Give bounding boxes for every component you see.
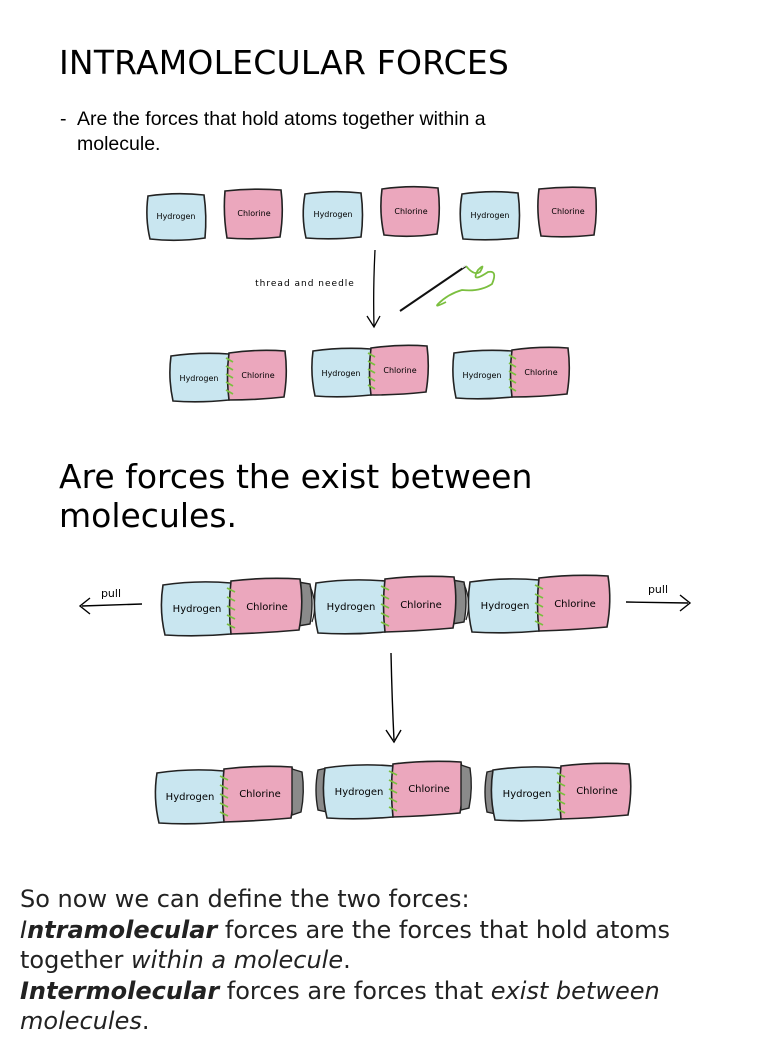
arrow-left-icon — [78, 597, 143, 615]
chlorine-label: Chlorine — [408, 784, 450, 795]
hydrogen-atom: Hydrogen — [146, 192, 207, 242]
chlorine-label: Chlorine — [576, 786, 618, 797]
hydrogen-label: Hydrogen — [463, 371, 502, 380]
hydrogen-label: Hydrogen — [322, 369, 361, 378]
hydrogen-label: Hydrogen — [503, 789, 552, 800]
chlorine-label: Chlorine — [554, 599, 596, 610]
intermolecular-definition: Intermolecular forces are forces that ex… — [20, 976, 750, 1037]
arrow-right-icon — [625, 594, 692, 612]
chlorine-label: Chlorine — [551, 207, 584, 216]
molecule: Hydrogen Chlorine — [315, 760, 472, 820]
intra-end: . — [343, 946, 351, 974]
intramolecular-definition: Intramolecular forces are the forces tha… — [20, 915, 750, 976]
hydrogen-label: Hydrogen — [166, 792, 215, 803]
chlorine-label: Chlorine — [246, 602, 288, 613]
molecule: Hydrogen Chlorine — [452, 346, 571, 400]
inter-term: Intermolecular — [20, 976, 220, 1005]
hydrogen-label: Hydrogen — [180, 374, 219, 383]
pull-right-label: pull — [648, 583, 668, 596]
chlorine-atom: Chlorine — [380, 185, 441, 238]
intra-term: ntramolecular — [27, 915, 218, 944]
slide-title: INTRAMOLECULAR FORCES — [59, 43, 510, 82]
hydrogen-label: Hydrogen — [335, 787, 384, 798]
needle-thread-icon — [399, 263, 496, 312]
intra-mid: forces are the forces that hold atoms to… — [20, 915, 670, 975]
hydrogen-label: Hydrogen — [173, 604, 222, 615]
arrow-down-icon — [385, 652, 402, 744]
inter-end: . — [141, 1007, 150, 1035]
molecule: Hydrogen Chlorine — [169, 349, 288, 403]
chlorine-label: Chlorine — [394, 207, 427, 216]
inter-mid: forces are forces that — [219, 976, 491, 1005]
bullet-dash: - — [60, 108, 67, 130]
molecule: Hydrogen Chlorine — [311, 344, 430, 398]
broken-bond — [291, 768, 304, 816]
chlorine-atom: Chlorine — [223, 188, 284, 240]
hydrogen-atom: Hydrogen — [459, 190, 521, 241]
chlorine-label: Chlorine — [400, 600, 442, 611]
arrow-down-icon — [366, 249, 381, 329]
intra-first-letter: I — [20, 915, 28, 944]
hydrogen-label: Hydrogen — [327, 602, 376, 613]
thread-and-needle-label: thread and needle — [255, 279, 355, 289]
connected-molecules-row: Hydrogen Chlorine Hydrogen Chlorine Hydr… — [160, 574, 611, 637]
summary-text: So now we can define the two forces: Int… — [20, 884, 750, 1037]
broken-bond — [460, 764, 472, 811]
hydrogen-label: Hydrogen — [157, 212, 196, 221]
chlorine-atom: Chlorine — [537, 186, 598, 238]
hydrogen-label: Hydrogen — [314, 210, 353, 219]
chlorine-label: Chlorine — [241, 371, 274, 380]
chlorine-label: Chlorine — [237, 209, 270, 218]
definition-bullet: - Are the forces that hold atoms togethe… — [60, 107, 530, 157]
intermolecular-heading: Are forces the exist between molecules. — [59, 457, 533, 535]
separate-atoms-row: Hydrogen Chlorine Hydrogen Chlorine Hydr… — [146, 185, 598, 242]
stitched-molecules-row: Hydrogen Chlorine Hydrogen Chlorine Hydr… — [169, 344, 571, 403]
pull-left-label: pull — [101, 587, 121, 600]
hydrogen-label: Hydrogen — [471, 211, 510, 220]
intra-italic: within a molecule — [130, 946, 344, 974]
bullet-text: Are the forces that hold atoms together … — [77, 108, 486, 155]
molecule: Hydrogen Chlorine — [484, 762, 632, 822]
molecule: Hydrogen Chlorine — [154, 765, 304, 825]
separated-molecules-row: Hydrogen Chlorine Hydrogen Chlorine Hydr… — [154, 760, 632, 825]
molecule: Hydrogen Chlorine — [160, 577, 303, 637]
chlorine-label: Chlorine — [524, 368, 557, 377]
summary-intro: So now we can define the two forces: — [20, 885, 470, 913]
hydrogen-label: Hydrogen — [481, 601, 530, 612]
molecule: Hydrogen Chlorine — [313, 575, 457, 635]
hydrogen-atom: Hydrogen — [302, 190, 364, 240]
chlorine-label: Chlorine — [383, 366, 416, 375]
molecule: Hydrogen Chlorine — [467, 574, 611, 634]
chlorine-label: Chlorine — [239, 789, 281, 800]
